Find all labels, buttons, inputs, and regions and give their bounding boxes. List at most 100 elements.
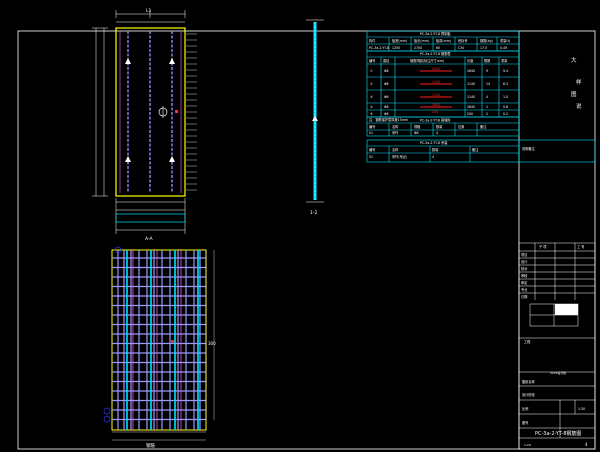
table3-row-2: Φ8 [414, 131, 419, 135]
panel-plan-view: L1 [92, 8, 197, 242]
table2-header-2: 钢筋简图(标注尺寸mm) [410, 58, 444, 63]
section-a-a [115, 213, 186, 223]
table2-shape-4: 200 [432, 110, 438, 114]
table2-footer: 注：钢筋保护层厚度15mm [369, 117, 408, 122]
drawing-name-label: 图纸名称 [522, 379, 536, 384]
section-label: A-A [145, 236, 154, 242]
table2-dia-4: Φ6 [384, 112, 389, 116]
table3-header-5: 备注 [480, 124, 487, 129]
table2-len-1: 1140 [467, 82, 475, 86]
table4-header-1: 名称 [392, 147, 399, 152]
table4-title: PC-3a-2-YT-8 吊装 [420, 140, 448, 145]
table2-header-5: 重量 [501, 58, 508, 63]
tb-row-2: 校对 [521, 266, 528, 271]
table1-row-5: 17.5 [480, 46, 487, 50]
table3-header-3: 数量 [436, 124, 443, 129]
table1-header-6: 重量(t) [500, 38, 510, 43]
table2-dia-1: Φ8 [384, 82, 389, 86]
bar-mark-1 [114, 246, 122, 254]
tb-col-head-1: 工 号 [577, 244, 584, 249]
table2-shape-3: 2640 [432, 103, 440, 107]
table2-mark-1: ② [370, 82, 373, 86]
table2-weight-3: 0.6 [503, 105, 508, 109]
table3-header-0: 编号 [369, 124, 375, 129]
drawing-code: PC-3a-2-YT-8钢筋图 [535, 430, 581, 437]
table2-count-1: 14 [486, 82, 490, 86]
table2-weight-0: 9.4 [503, 69, 508, 73]
table2-len-3: 2640 [467, 105, 475, 109]
scale-label: 比例 [522, 406, 528, 411]
table2-shape-0: 2640 [432, 67, 440, 71]
tb-row-4: 审定 [521, 280, 528, 285]
side-section-label: 1-2 [310, 210, 317, 216]
table2-len-0: 2640 [467, 69, 475, 73]
vertical-note-0: 大 [571, 56, 577, 64]
table2-count-3: 1 [486, 105, 488, 109]
tb-row-5: 专业 [521, 287, 527, 292]
tables-block [366, 30, 596, 163]
tb-col-head-0: 子 项 [539, 244, 547, 249]
table4-row-2: 4 [432, 155, 434, 159]
rebar-shape-sketches [420, 70, 452, 108]
vertical-note-2: 图 [571, 90, 577, 98]
table4-header-2: 数量 [432, 147, 439, 152]
table2-mark-2: ③ [370, 95, 373, 99]
tb-row-0: 项目 [521, 253, 527, 257]
table2-header-3: 长度 [467, 58, 474, 63]
remarks-label: 说明备注 [522, 146, 536, 151]
table3-header-4: 位置 [458, 124, 464, 129]
table2-header-0: 编号 [369, 58, 375, 63]
table2-header-1: 直径 [383, 58, 390, 63]
table2-header-4: 根数 [484, 58, 491, 63]
rebar-side-dim: 300 [208, 341, 216, 346]
table1-header-2: 板长(mm) [414, 38, 429, 43]
table1-header-5: 钢筋(kg) [480, 38, 493, 43]
table1-title: PC-3a-2-YT-8 预制板 [420, 31, 451, 36]
table1-row-0: PC-3a-2-YT-8 [369, 46, 389, 50]
table2-count-0: 9 [486, 69, 488, 73]
table3-row-0: 01 [369, 131, 373, 135]
table2-len-4: 200 [467, 112, 473, 116]
table2-mark-4: ⑤ [370, 112, 373, 116]
scale-value: 1:20 [578, 407, 585, 411]
company-name: XXXX设计院 [550, 371, 566, 375]
scale-mark: 1:20 [524, 443, 531, 447]
table2-weight-2: 1.0 [503, 95, 508, 99]
panel-side-section: 1-2 [306, 19, 324, 216]
company-label: 工程 [524, 339, 531, 344]
lifting-point-marks [125, 58, 175, 162]
table2-mark-3: ④ [370, 105, 373, 109]
table1-row-6: 0.49 [500, 46, 507, 50]
table4-row-1: 吊环(吊点) [392, 154, 407, 159]
table2-mark-0: ① [370, 69, 373, 73]
table3-row-3: 4 [436, 131, 438, 135]
table4-header-0: 编号 [369, 147, 375, 152]
tb-row-1: 设计 [521, 259, 528, 264]
table1-header-3: 板厚(mm) [436, 38, 451, 43]
table2-title: PC-3a-2-YT-8 钢筋表 [420, 51, 451, 56]
vertical-note-3: 说 [576, 102, 582, 110]
table3-row-1: 吊环 [392, 131, 398, 135]
slab-outline [115, 27, 186, 197]
table4-header-3: 备注 [472, 147, 479, 152]
table1-header-1: 板宽(mm) [392, 38, 407, 43]
table1-header-4: 砼标号 [458, 38, 468, 43]
table1-row-2: 2700 [414, 46, 422, 50]
rebar-bottom-label: 钢筋 [146, 442, 155, 449]
table2-weight-1: 6.3 [503, 82, 508, 86]
bar-mark-2 [103, 407, 111, 415]
table2-weight-4: 0.2 [503, 112, 508, 116]
design-stage-label: 设计阶段 [522, 392, 536, 397]
table1-row-1: 1200 [392, 46, 400, 50]
table2-shape-1: 1140 [432, 80, 440, 84]
table1-row-4: C30 [458, 46, 464, 50]
table2-dia-3: Φ6 [384, 105, 389, 109]
tb-row-3: 审核 [521, 273, 528, 278]
rebar-mark [171, 340, 174, 343]
table1-header-0: 构件 [369, 38, 376, 43]
sheet-number: 4 [585, 442, 588, 447]
table4-row-0: 01 [369, 155, 373, 159]
tb-row-6: 日期 [521, 294, 527, 299]
